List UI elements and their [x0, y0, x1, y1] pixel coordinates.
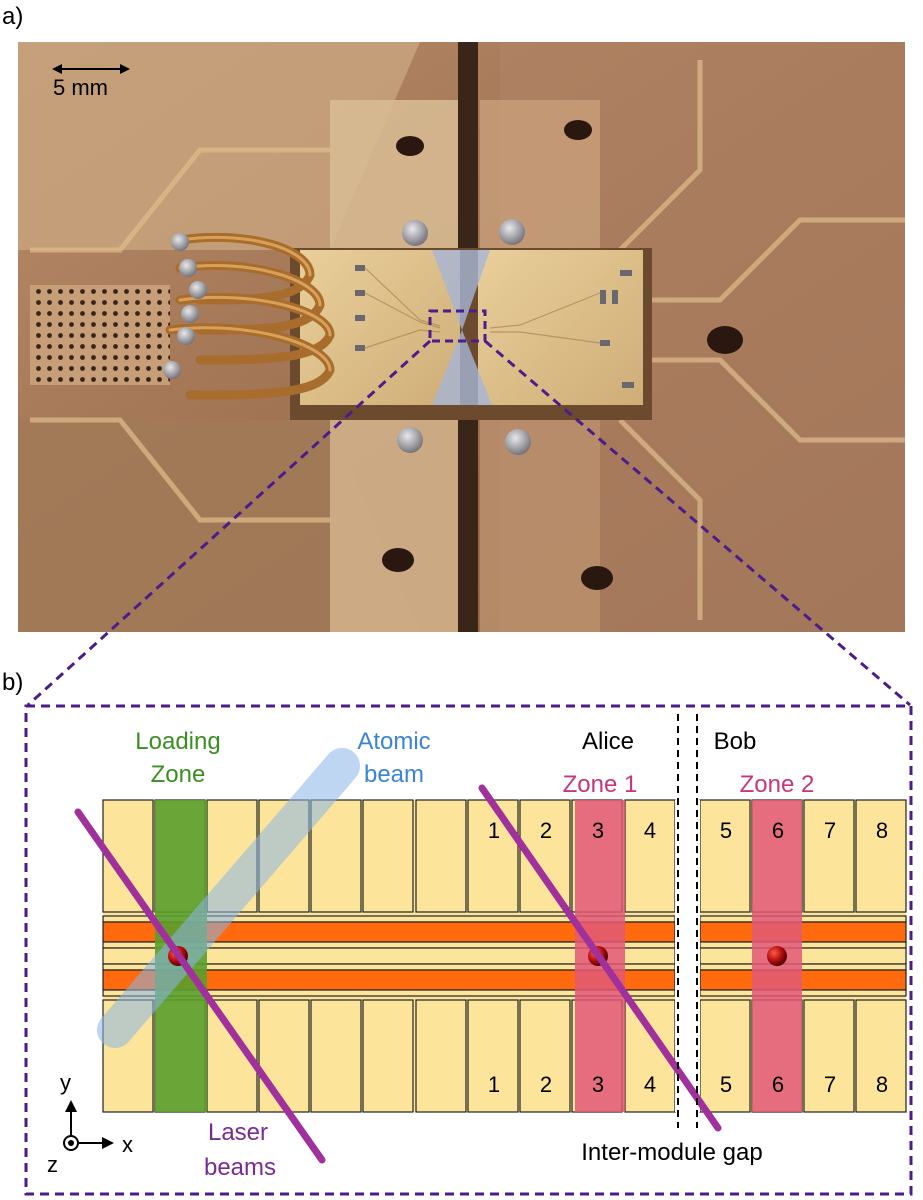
- top-electrode-6: [415, 799, 467, 913]
- top-electrode-10: [624, 799, 676, 913]
- inter-module-gap-label: Inter-module gap: [581, 1139, 762, 1166]
- bottom-electrode-3: [258, 999, 310, 1113]
- atomic-beam: [97, 748, 360, 1048]
- bob-label: Bob: [714, 728, 757, 755]
- electrode-numbers: 1 2 3 4 5 6 7 8 1 2 3 4 5 6 7 8: [488, 818, 888, 1097]
- top-electrode-b2: [803, 799, 855, 913]
- zone-1-label: Zone 1: [563, 771, 638, 798]
- laser-beams-label-1: Laser: [208, 1119, 268, 1146]
- top-electrode-b0: [699, 799, 751, 913]
- zone-2-label: Zone 2: [740, 771, 815, 798]
- scale-bar-label: 5 mm: [53, 75, 108, 100]
- electrode-number-top-2: 2: [540, 818, 552, 843]
- zoom-lines: [26, 339, 911, 707]
- bottom-electrode-8: [519, 999, 571, 1113]
- electrode-number-top-6: 6: [772, 818, 784, 843]
- bottom-electrode-b2: [803, 999, 855, 1113]
- bottom-electrode-b0: [699, 999, 751, 1113]
- electrode-number-bottom-2: 2: [540, 1072, 552, 1097]
- axis-z-label: z: [47, 1152, 58, 1177]
- panel-b-label: b): [2, 669, 23, 696]
- bottom-electrode-4: [310, 999, 362, 1113]
- alice-label: Alice: [582, 728, 634, 755]
- electrode-number-bottom-5: 5: [720, 1072, 732, 1097]
- trap-schematic: [74, 714, 907, 1164]
- bottom-electrode-b3: [855, 999, 907, 1113]
- electrode-number-bottom-7: 7: [824, 1072, 836, 1097]
- electrode-number-top-4: 4: [644, 818, 656, 843]
- top-electrode-b3: [855, 799, 907, 913]
- electrode-number-bottom-6: 6: [772, 1072, 784, 1097]
- laser-beams-label-2: beams: [204, 1154, 276, 1181]
- bottom-electrode-6: [415, 999, 467, 1113]
- panel-a-label: a): [2, 3, 23, 30]
- electrode-number-top-3: 3: [592, 818, 604, 843]
- bottom-electrode-5: [362, 999, 414, 1113]
- loading-zone-label-1: Loading: [135, 728, 220, 755]
- electrode-number-top-5: 5: [720, 818, 732, 843]
- electrode-number-top-1: 1: [488, 818, 500, 843]
- electrode-number-top-7: 7: [824, 818, 836, 843]
- atomic-beam-label-1: Atomic: [357, 728, 430, 755]
- loading-zone-label-2: Zone: [151, 761, 206, 788]
- atomic-beam-label-2: beam: [364, 761, 424, 788]
- device-photo: 5 mm: [18, 42, 905, 632]
- electrode-number-top-8: 8: [876, 818, 888, 843]
- laser-beam-right: [478, 784, 722, 1132]
- scale-bar: [52, 64, 130, 74]
- electrode-number-bottom-8: 8: [876, 1072, 888, 1097]
- axis-y-label: y: [60, 1070, 71, 1095]
- zoom-box: [428, 309, 487, 343]
- top-electrode-7: [467, 799, 519, 913]
- electrode-number-bottom-1: 1: [488, 1072, 500, 1097]
- laser-beam-left: [74, 808, 326, 1164]
- axis-x-label: x: [122, 1132, 133, 1157]
- ion-zone-2: [767, 946, 787, 966]
- electrode-number-bottom-3: 3: [592, 1072, 604, 1097]
- top-electrode-5: [362, 799, 414, 913]
- bottom-electrode-7: [467, 999, 519, 1113]
- axis-triad: [63, 1100, 114, 1151]
- schematic-frame: [24, 704, 913, 1196]
- electrode-number-bottom-4: 4: [644, 1072, 656, 1097]
